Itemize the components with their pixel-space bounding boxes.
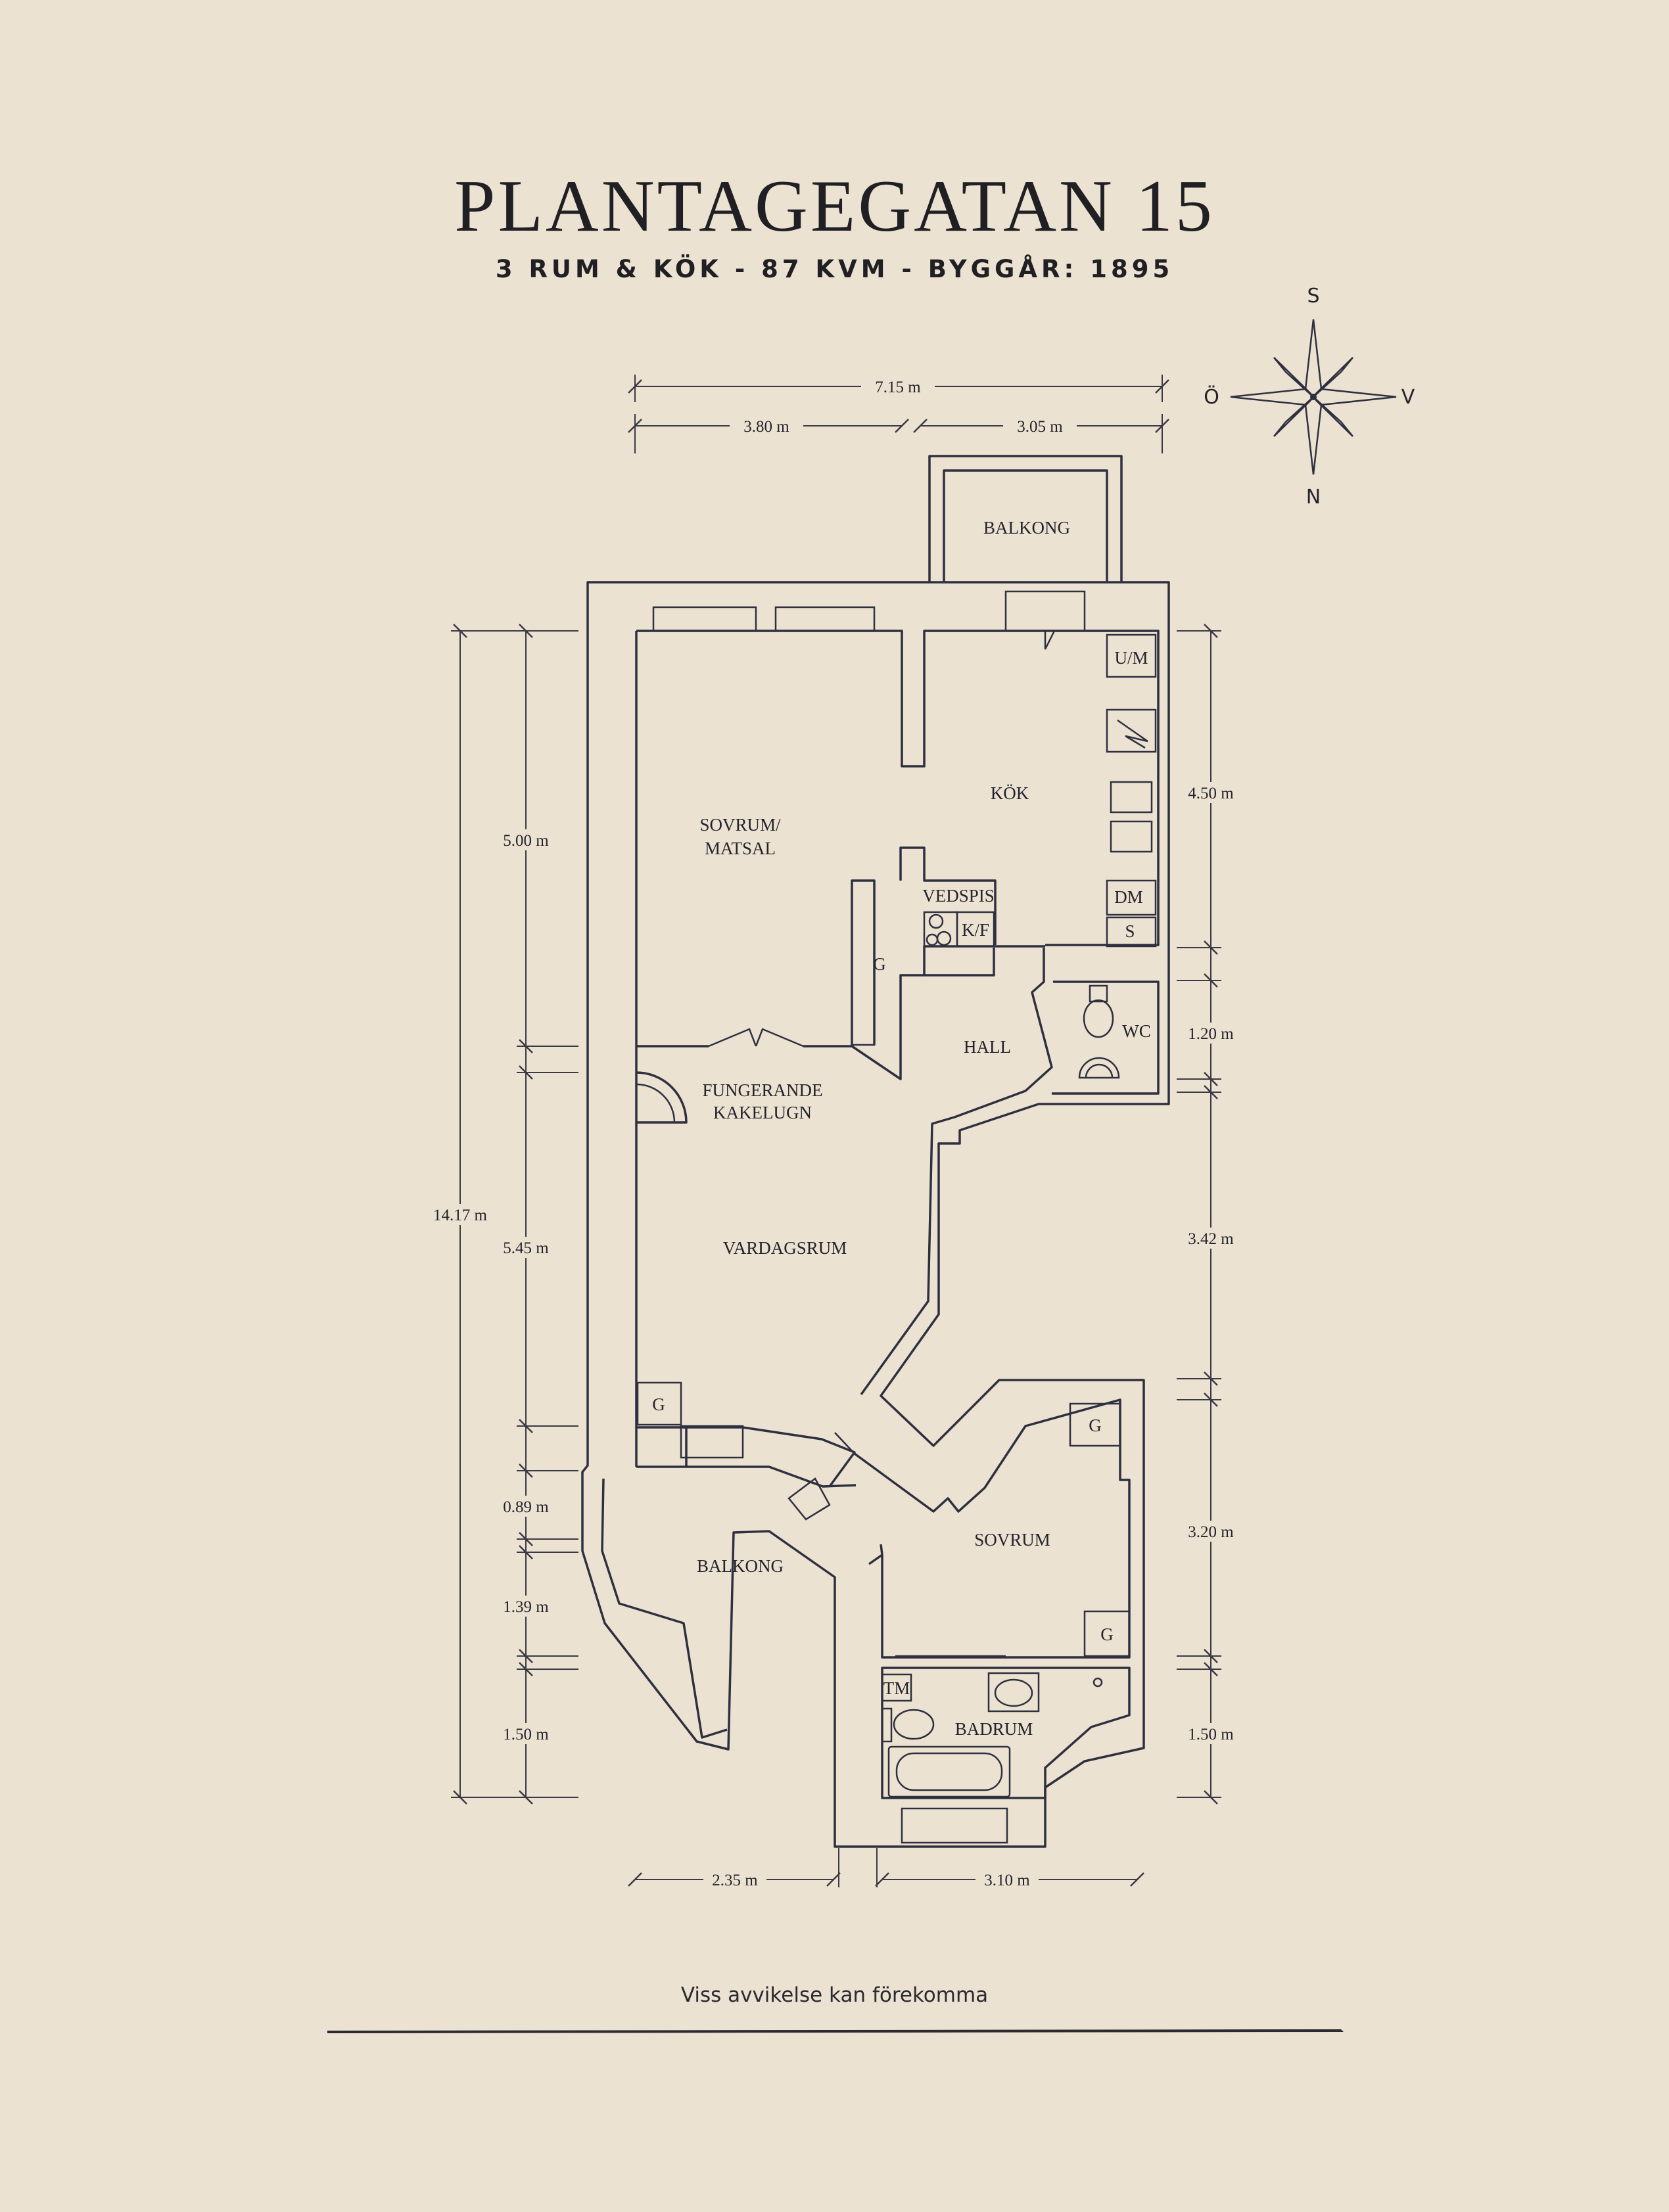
dim-right-3: 3.42 m bbox=[1188, 1230, 1234, 1248]
dim-bottom-left: 2.35 m bbox=[712, 1872, 758, 1889]
dim-bottom-right: 3.10 m bbox=[984, 1872, 1030, 1889]
disclaimer: Viss avvikelse kan förekomma bbox=[680, 1983, 989, 2007]
label-kakelugn-2: KAKELUGN bbox=[713, 1103, 812, 1122]
label-kf: K/F bbox=[962, 920, 989, 940]
closet-sovrum-top bbox=[1069, 1402, 1121, 1447]
compass-west-label: V bbox=[1401, 386, 1415, 409]
walls bbox=[581, 455, 1170, 1848]
dim-left-total: 14.17 m bbox=[433, 1207, 488, 1224]
doors bbox=[708, 630, 1056, 1521]
closet-sovrum-bottom bbox=[1083, 1610, 1131, 1657]
kakelugn-icon bbox=[636, 1071, 688, 1124]
label-vedspis: VEDSPIS bbox=[922, 886, 995, 906]
label-g-sovrum: G bbox=[873, 954, 886, 974]
compass-north-label: N bbox=[1306, 486, 1321, 509]
sink-icon bbox=[1078, 1057, 1120, 1079]
label-um: U/M bbox=[1114, 648, 1148, 668]
compass-rose-icon bbox=[1230, 319, 1397, 475]
dim-top-total: 7.15 m bbox=[875, 379, 921, 396]
compass-south-label: S bbox=[1307, 285, 1319, 308]
label-sovrum-matsal-2: MATSAL bbox=[705, 839, 776, 858]
label-sovrum: SOVRUM bbox=[974, 1530, 1050, 1550]
dim-left-4: 1.39 m bbox=[503, 1598, 549, 1616]
page-title: PLANTAGEGATAN 15 bbox=[454, 166, 1215, 247]
dim-right-1: 4.50 m bbox=[1188, 785, 1234, 802]
label-s: S bbox=[1125, 921, 1135, 941]
dim-left-5: 1.50 m bbox=[503, 1726, 549, 1743]
label-vardagsrum: VARDAGSRUM bbox=[723, 1238, 847, 1258]
label-g-sovrum-bottom: G bbox=[1100, 1624, 1114, 1644]
label-kok: KÖK bbox=[991, 783, 1029, 803]
label-balkong-bottom: BALKONG bbox=[697, 1556, 784, 1576]
label-g-vardagsrum: G bbox=[652, 1394, 665, 1414]
page-subtitle: 3 RUM & KÖK - 87 KVM - BYGGÅR: 1895 bbox=[495, 255, 1174, 283]
dimension-lines bbox=[451, 375, 1221, 1887]
bathroom-fixtures bbox=[881, 1672, 1103, 1798]
label-g-sovrum-top: G bbox=[1089, 1416, 1102, 1435]
label-kakelugn-1: FUNGERANDE bbox=[702, 1080, 822, 1100]
label-dm: DM bbox=[1114, 887, 1143, 907]
label-hall: HALL bbox=[964, 1037, 1011, 1057]
label-tm: TM bbox=[883, 1678, 910, 1698]
dim-top-right: 3.05 m bbox=[1017, 418, 1063, 436]
windows bbox=[652, 590, 1086, 1844]
label-sovrum-matsal-1: SOVRUM/ bbox=[699, 815, 781, 835]
label-badrum: BADRUM bbox=[955, 1719, 1033, 1739]
dim-top-left: 3.80 m bbox=[743, 418, 789, 436]
dim-right-5: 1.50 m bbox=[1188, 1726, 1234, 1743]
compass-east-label: Ö bbox=[1204, 385, 1219, 409]
dim-left-3: 0.89 m bbox=[503, 1498, 549, 1516]
closet-vardagsrum bbox=[636, 1381, 682, 1426]
kitchen-fixtures bbox=[851, 634, 1157, 1046]
dim-right-2: 1.20 m bbox=[1188, 1025, 1234, 1043]
label-wc: WC bbox=[1122, 1021, 1151, 1041]
dim-left-2: 5.45 m bbox=[503, 1239, 549, 1257]
dim-right-4: 3.20 m bbox=[1188, 1523, 1234, 1541]
label-balkong-top: BALKONG bbox=[983, 518, 1070, 538]
bottom-rule bbox=[327, 2029, 1344, 2033]
toilet-icon bbox=[1083, 984, 1114, 1038]
dim-left-1: 5.00 m bbox=[503, 832, 549, 850]
